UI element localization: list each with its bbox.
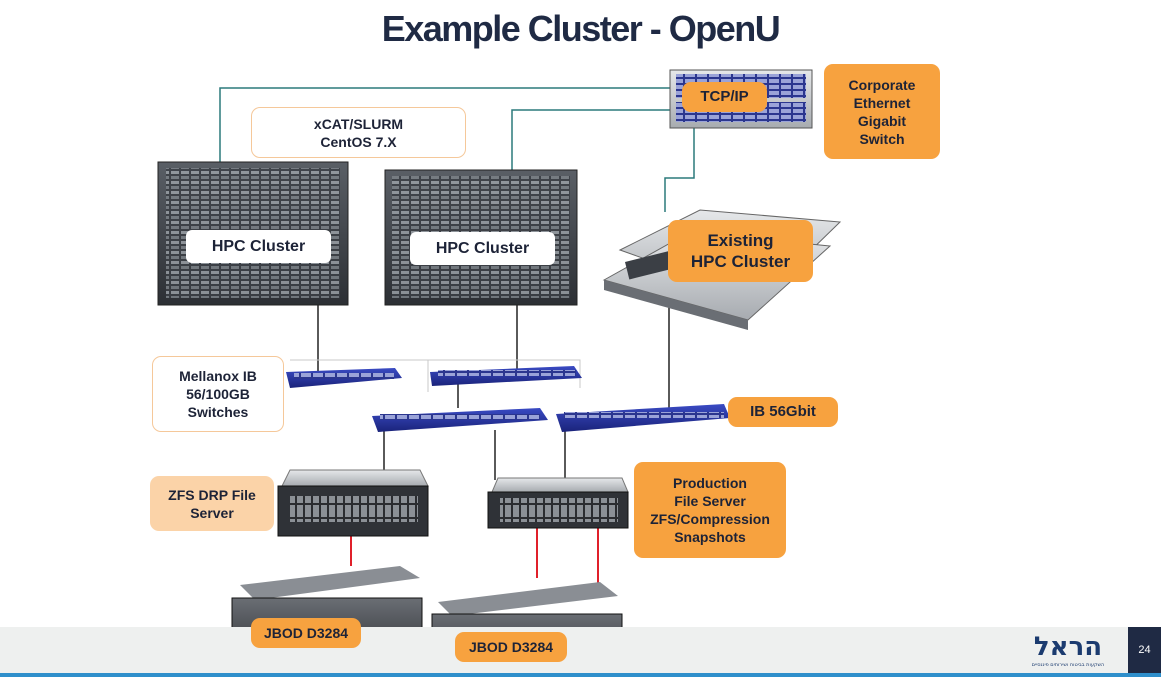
tcpip-label: TCP/IP [682, 82, 767, 112]
footer-line [0, 673, 1161, 677]
ib-switch-2 [430, 366, 582, 386]
footer-band [0, 627, 1161, 673]
hpc-cluster-2-label: HPC Cluster [410, 232, 555, 265]
production-server [487, 477, 629, 529]
ib-switch-1 [286, 368, 402, 388]
sas-links [350, 527, 599, 585]
company-logo: הראל השקעות בביטוח ושירותים פיננסיים [1018, 632, 1118, 674]
ethernet-links [219, 87, 695, 212]
ib-switch-3 [372, 408, 548, 432]
jbod-1-label: JBOD D3284 [251, 618, 361, 648]
ib-56gbit-label: IB 56Gbit [728, 397, 838, 427]
zfs-drp-server [277, 469, 429, 537]
xcat-slurm-label: xCAT/SLURM CentOS 7.X [251, 107, 466, 158]
mellanox-label: Mellanox IB 56/100GB Switches [152, 356, 284, 432]
existing-cluster-label: Existing HPC Cluster [668, 220, 813, 282]
infiniband-links [317, 304, 670, 480]
production-server-label: Production File Server ZFS/Compression S… [634, 462, 786, 558]
hpc-cluster-1-label: HPC Cluster [186, 230, 331, 263]
logo-subtext: השקעות בביטוח ושירותים פיננסיים [1031, 662, 1105, 668]
corporate-switch-label: Corporate Ethernet Gigabit Switch [824, 64, 940, 159]
jbod-2-label: JBOD D3284 [455, 632, 567, 662]
ib-switch-4 [556, 404, 730, 432]
zfs-drp-label: ZFS DRP File Server [150, 476, 274, 531]
page-number: 24 [1128, 627, 1161, 673]
page-title: Example Cluster - OpenU [381, 8, 781, 49]
logo-text: הראל [1033, 632, 1103, 662]
